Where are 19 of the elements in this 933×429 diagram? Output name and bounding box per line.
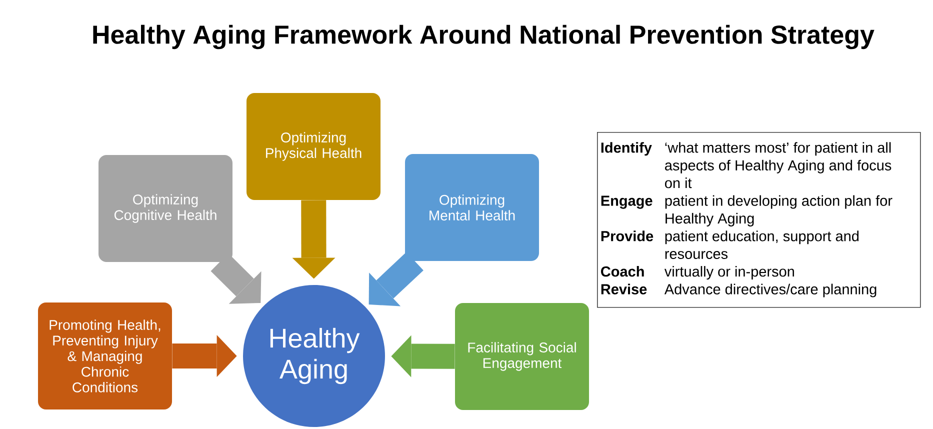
- block-arrow: [391, 335, 455, 378]
- description-text: patient education, support and resources: [665, 230, 859, 259]
- block-arrow: [292, 200, 336, 279]
- topic-box: Optimizing Physical Health: [246, 93, 380, 200]
- title: Healthy Aging Framework Around National Prevention Strategy: [93, 24, 874, 50]
- info-box: [597, 132, 921, 308]
- description-text: Advance directives/care planning: [664, 284, 876, 298]
- term-label: Coach: [601, 266, 644, 277]
- topic-box: Optimizing Mental Health: [405, 154, 539, 261]
- topic-box: Promoting Health, Preventing Injury & Managing Chronic Conditions: [38, 302, 172, 410]
- block-arrow: [172, 335, 237, 377]
- term-label: Engage: [601, 196, 652, 209]
- topic-box: Facilitating Social Engagement: [455, 303, 589, 410]
- term-label: Identify: [601, 142, 652, 156]
- term-label: Revise: [601, 284, 647, 294]
- term-label: Provide: [601, 230, 654, 242]
- description-text: virtually or in-person: [664, 266, 794, 280]
- topic-box: Optimizing Cognitive Health: [98, 155, 232, 262]
- block-arrow: [368, 252, 424, 306]
